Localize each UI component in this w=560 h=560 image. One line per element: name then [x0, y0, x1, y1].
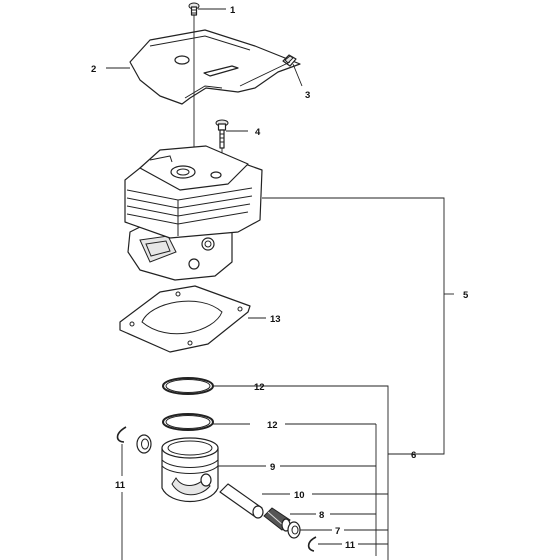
part-washer-left: [136, 434, 152, 454]
leader-lines: [106, 8, 454, 560]
part-8-needle-bearing: [263, 507, 291, 532]
part-10-piston-pin: [219, 483, 264, 519]
part-1-screw: [188, 2, 200, 16]
callout-3: 3: [305, 90, 310, 101]
callout-13: 13: [270, 314, 281, 325]
callout-2: 2: [91, 64, 96, 75]
part-3-pin: [282, 54, 297, 67]
callout-4: 4: [255, 127, 261, 138]
callout-12-top: 12: [254, 382, 265, 393]
part-7-washer: [287, 521, 301, 539]
part-12-piston-rings: [162, 377, 214, 431]
callout-12-mid: 12: [267, 420, 278, 431]
callout-1: 1: [230, 5, 236, 16]
part-13-gasket: [119, 285, 251, 353]
part-9-piston: [161, 437, 219, 502]
callout-9: 9: [270, 462, 275, 473]
part-2-heat-shield: [129, 29, 301, 105]
part-4-bolt: [215, 119, 229, 149]
callout-11-left: 11: [115, 480, 126, 491]
part-5-cylinder: [124, 145, 263, 281]
callout-7: 7: [335, 526, 340, 537]
callout-6: 6: [411, 450, 416, 461]
callout-10: 10: [294, 490, 305, 501]
part-11-circlip-right: [307, 536, 317, 552]
callout-8: 8: [319, 510, 324, 521]
callout-11-right: 11: [345, 540, 356, 551]
part-11-circlip-left: [116, 426, 127, 443]
callout-5: 5: [463, 290, 469, 301]
